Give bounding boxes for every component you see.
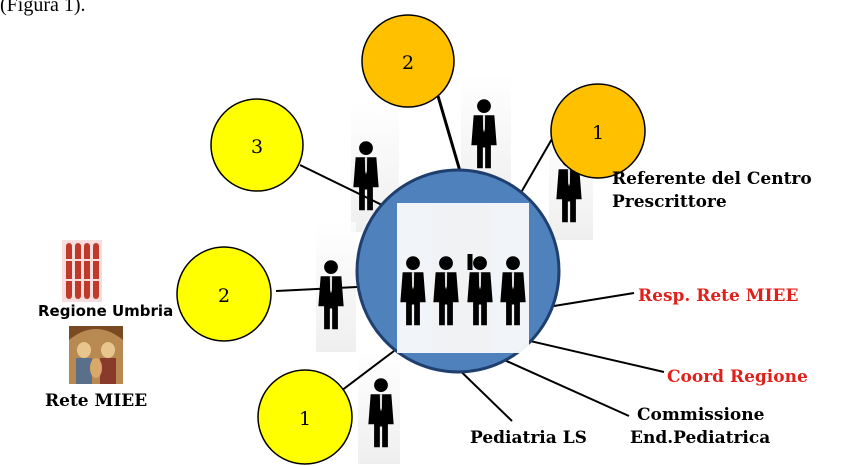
team-icons	[400, 254, 526, 326]
label-resp-rete: Resp. Rete MIEE	[638, 286, 799, 306]
node-1-yellow: 1	[257, 369, 353, 465]
node-1-orange: 1	[550, 83, 646, 179]
node-3-yellow: 3	[210, 98, 304, 192]
label-rete-miee: Rete MIEE	[45, 391, 148, 411]
label-commissione-line1: Commissione	[637, 405, 765, 425]
node-number: 2	[402, 52, 414, 74]
painting-logo	[69, 326, 123, 384]
node-2-orange: 2	[361, 14, 455, 108]
label-pediatria: Pediatria LS	[470, 428, 587, 448]
node-number: 2	[218, 285, 230, 307]
node-number: 1	[592, 122, 604, 144]
node-number: 1	[299, 408, 311, 430]
label-coord-regione: Coord Regione	[667, 367, 808, 387]
node-number: 3	[251, 136, 263, 158]
figure-caption: (Figura 1).	[0, 0, 86, 16]
label-regione-umbria: Regione Umbria	[38, 302, 174, 320]
label-referente-line1: Referente del Centro	[612, 169, 812, 189]
regione-umbria-logo	[62, 240, 102, 302]
label-referente-line2: Prescrittore	[612, 192, 727, 212]
label-commissione-line2: End.Pediatrica	[630, 428, 771, 448]
node-2-yellow: 2	[176, 246, 272, 342]
